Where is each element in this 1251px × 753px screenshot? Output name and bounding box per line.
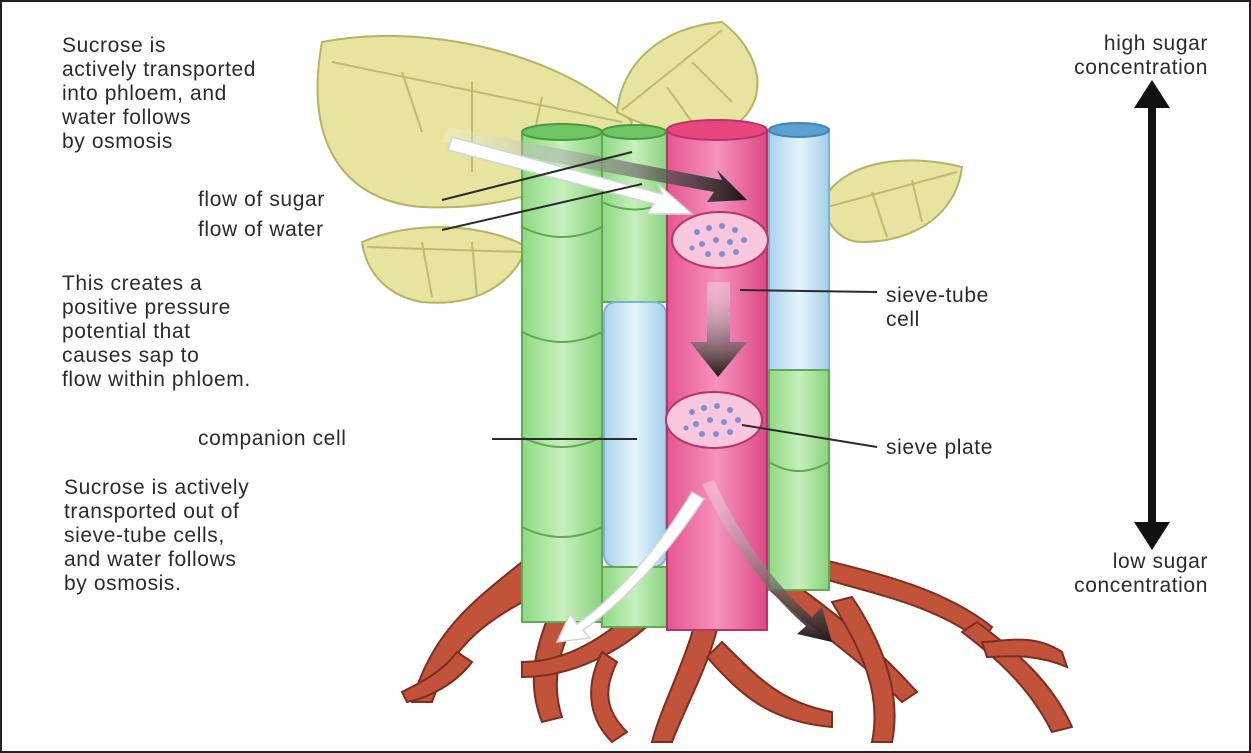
leaf-top-center <box>617 22 757 132</box>
low-sugar-label: low sugar concentration <box>932 550 1208 598</box>
sieve-plate-label: sieve plate <box>886 436 993 460</box>
pressure-potential-text: This creates a positive pressure potenti… <box>62 272 251 392</box>
flow-of-sugar-label: flow of sugar <box>198 188 325 212</box>
companion-cell-label: companion cell <box>198 427 346 451</box>
green-cell-column-left <box>522 124 602 622</box>
flow-of-water-label: flow of water <box>198 218 324 242</box>
high-sugar-label: high sugar concentration <box>932 32 1208 80</box>
leaf-right <box>822 160 962 242</box>
right-cell-column <box>769 123 829 590</box>
source-loading-text: Sucrose is actively transported into phl… <box>62 34 256 154</box>
concentration-double-arrow <box>1134 80 1170 550</box>
leaf-left-lower <box>362 227 527 303</box>
sieve-plate-lower <box>666 392 762 448</box>
sieve-plate-upper <box>672 212 768 268</box>
sieve-tube-cell-label: sieve-tube cell <box>886 284 989 332</box>
sink-unloading-text: Sucrose is actively transported out of s… <box>64 476 249 596</box>
